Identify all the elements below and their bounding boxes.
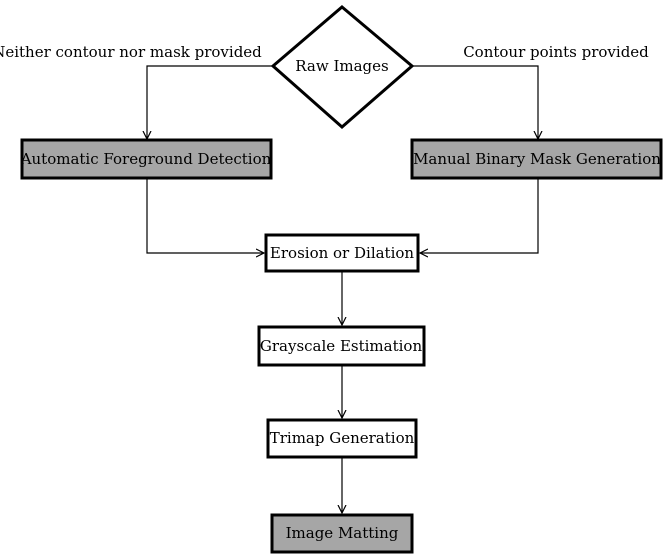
node-box-shaded (20, 138, 273, 180)
node-box-shaded (270, 513, 414, 554)
node-box (266, 418, 418, 459)
edge-label-no-contour: Neither contour nor mask provided (0, 43, 262, 61)
node-erosion-or-dilation: Erosion or Dilation (264, 233, 420, 273)
node-box-shaded (410, 138, 663, 180)
node-box (264, 233, 420, 273)
node-grayscale-label: Grayscale Estimation (260, 337, 423, 355)
edge-raw-to-manual (412, 65, 538, 139)
node-manual-binary-mask-generation: Manual Binary Mask Generation (410, 138, 663, 180)
node-raw-images-label: Raw Images (295, 57, 388, 75)
node-box (257, 325, 426, 367)
edge-manual-to-erosion (420, 178, 539, 253)
node-raw-images: Raw Images (270, 5, 415, 129)
node-trimap-label: Trimap Generation (270, 429, 415, 447)
decision-diamond (270, 5, 415, 129)
edge-auto-to-erosion (146, 178, 264, 253)
edge-label-contour-provided: Contour points provided (463, 43, 649, 61)
node-manual-mask-label: Manual Binary Mask Generation (413, 150, 661, 168)
node-matting-label: Image Matting (286, 524, 399, 542)
node-automatic-foreground-detection: Automatic Foreground Detection (20, 138, 273, 180)
node-auto-fg-label: Automatic Foreground Detection (20, 150, 272, 168)
node-erosion-label: Erosion or Dilation (270, 244, 414, 262)
node-trimap-generation: Trimap Generation (266, 418, 418, 459)
node-image-matting: Image Matting (270, 513, 414, 554)
node-grayscale-estimation: Grayscale Estimation (257, 325, 426, 367)
edge-raw-to-auto (147, 65, 273, 139)
